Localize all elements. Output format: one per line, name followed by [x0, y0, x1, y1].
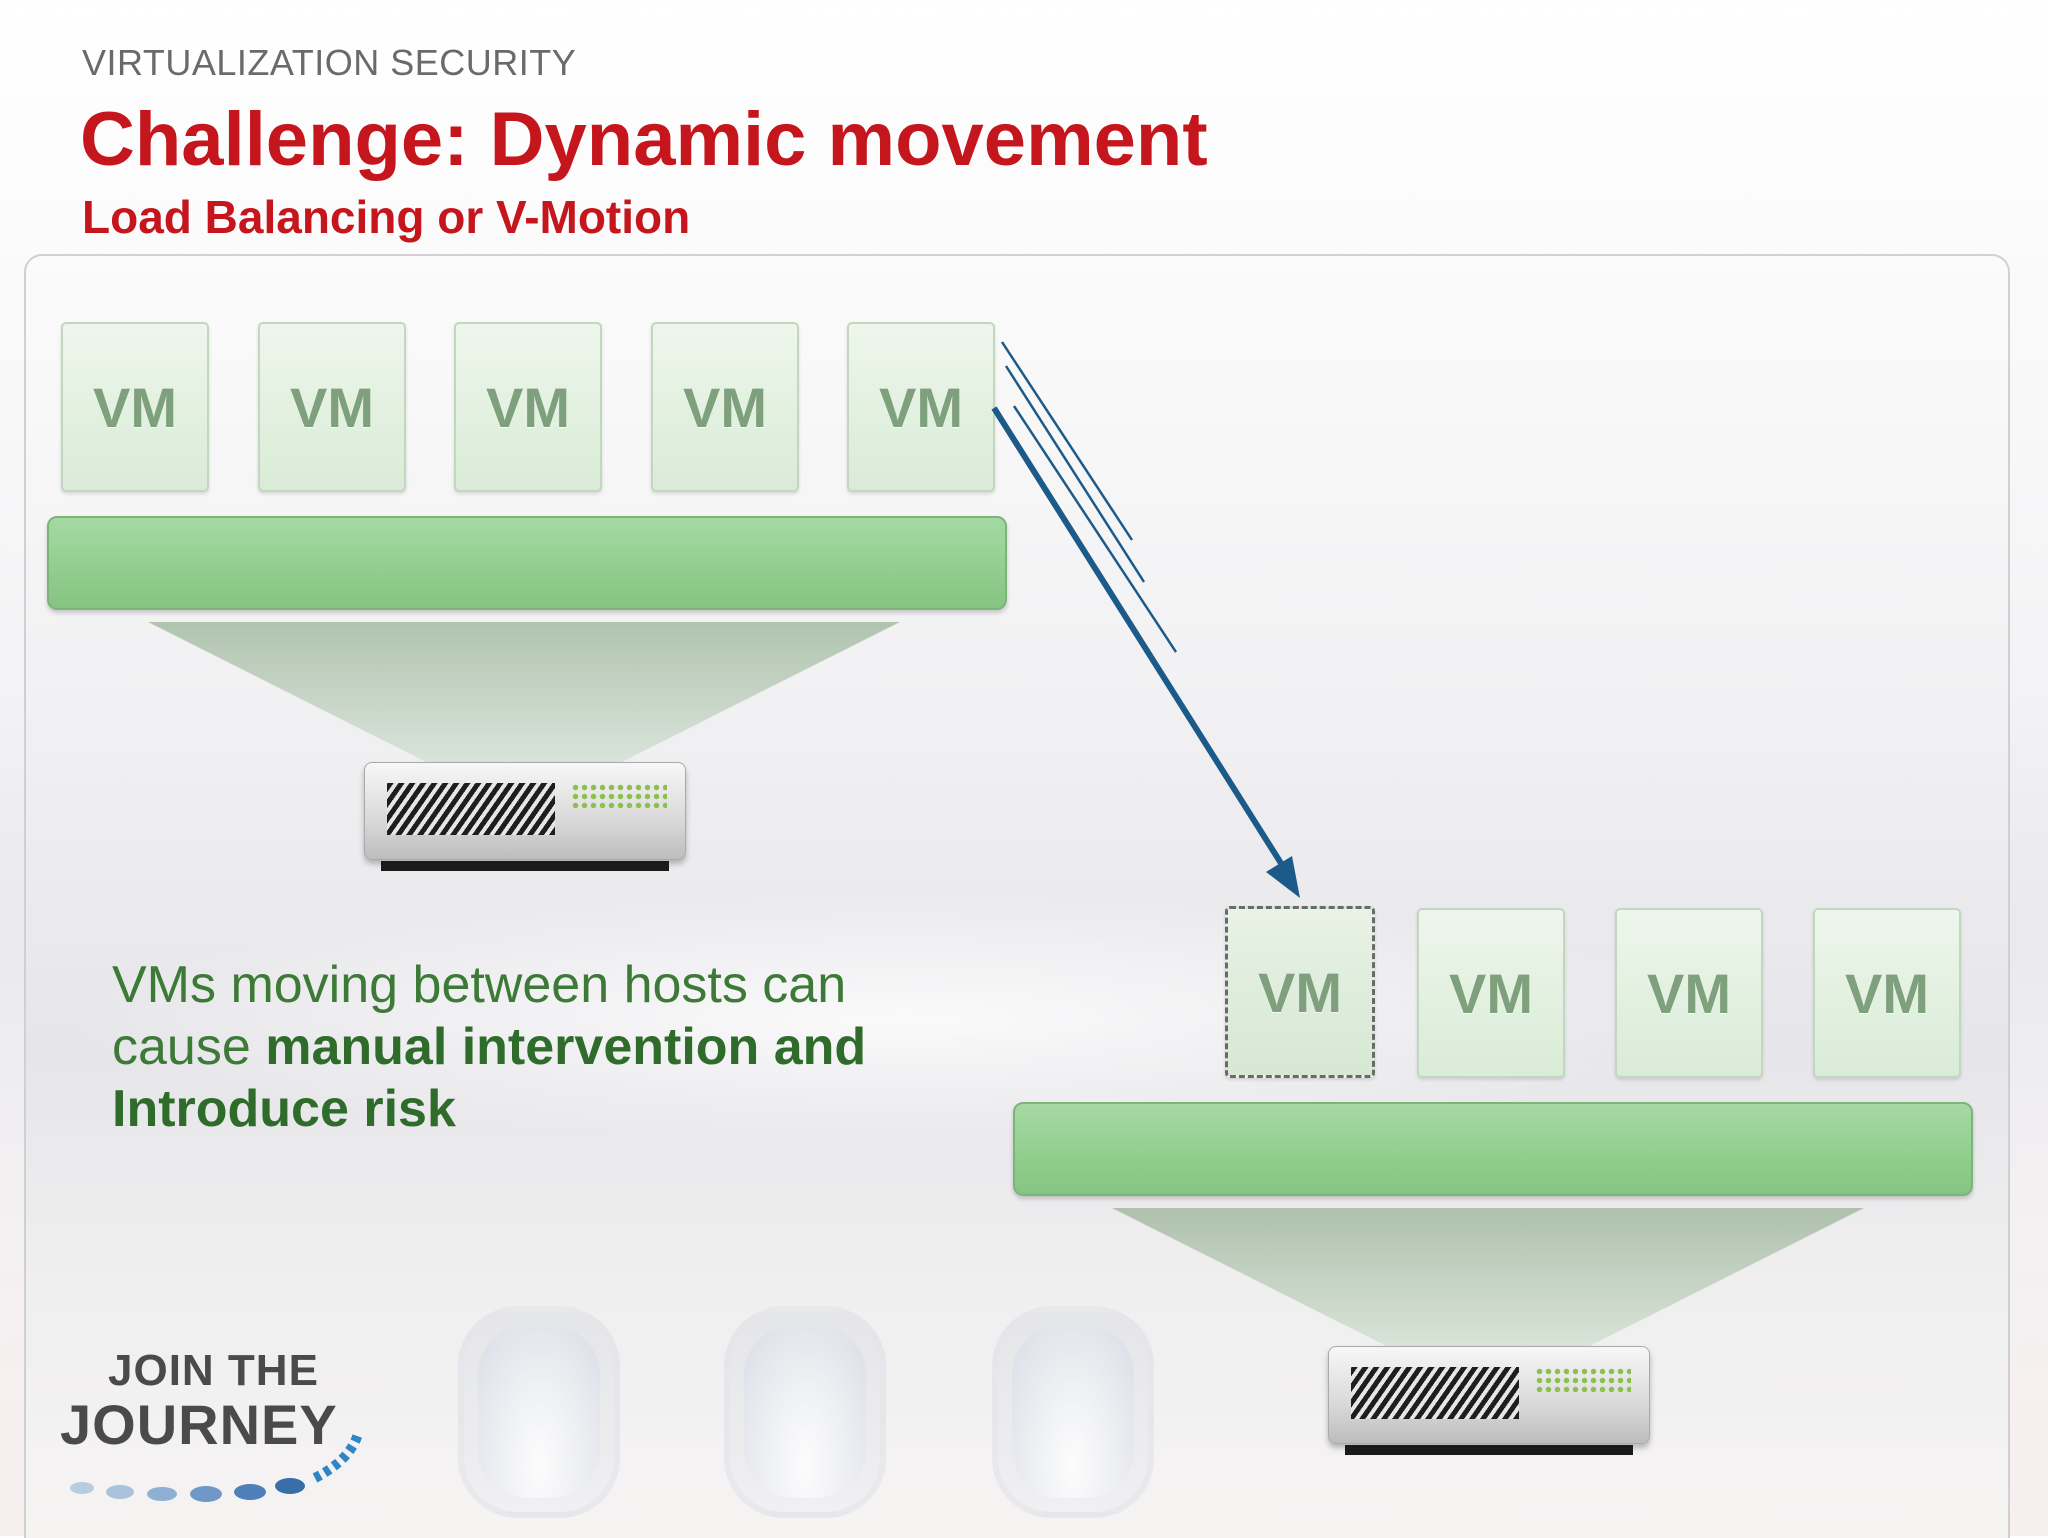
body-text-plain: VMs moving between hosts can cause — [112, 956, 847, 1076]
slide-eyebrow: VIRTUALIZATION SECURITY — [82, 42, 577, 83]
vm-label: VM — [1449, 961, 1533, 1025]
journey-logo: JOIN THE JOURNEY — [60, 1346, 420, 1516]
logo-swirl — [70, 1432, 363, 1502]
vm-label: VM — [1258, 960, 1342, 1024]
vm-box: VM — [651, 322, 799, 492]
vm-box: VM — [1417, 908, 1565, 1078]
vm-box: VM — [454, 322, 602, 492]
server-base — [381, 861, 669, 871]
vm-box: VM — [61, 322, 209, 492]
window-sky — [1012, 1326, 1134, 1498]
vm-label: VM — [1845, 961, 1929, 1025]
slide-subtitle: Load Balancing or V-Motion — [82, 191, 691, 243]
airplane-window — [458, 1306, 620, 1518]
server-leds — [1535, 1367, 1631, 1395]
server-leds — [571, 783, 667, 811]
slide-title: Challenge: Dynamic movement — [80, 97, 1208, 182]
server-vent — [1351, 1367, 1519, 1419]
hypervisor-bar — [47, 516, 1007, 610]
airplane-window — [724, 1306, 886, 1518]
server-icon — [1328, 1346, 1650, 1455]
window-sky — [744, 1326, 866, 1498]
logo-line1: JOIN THE — [108, 1346, 319, 1395]
vm-box: VM — [258, 322, 406, 492]
window-sky — [478, 1326, 600, 1498]
logo-line2: JOURNEY — [60, 1393, 338, 1456]
body-text: VMs moving between hosts can cause manua… — [112, 954, 972, 1140]
vm-label: VM — [879, 375, 963, 439]
arrow-shaft — [991, 406, 1287, 870]
vm-box: VM — [1813, 908, 1961, 1078]
vm-label: VM — [290, 375, 374, 439]
body-text-bold: manual intervention and Introduce risk — [112, 1018, 867, 1138]
server-base — [1345, 1445, 1633, 1455]
vm-box: VM — [1615, 908, 1763, 1078]
vm-label: VM — [93, 375, 177, 439]
airplane-window — [992, 1306, 1154, 1518]
arrow-head — [1266, 856, 1300, 898]
server-icon — [364, 762, 686, 871]
vm-box-migrating: VM — [847, 322, 995, 492]
motion-lines — [1000, 341, 1178, 653]
vm-label: VM — [1647, 961, 1731, 1025]
hypervisor-bar — [1013, 1102, 1973, 1196]
vm-label: VM — [683, 375, 767, 439]
server-vent — [387, 783, 555, 835]
vm-label: VM — [486, 375, 570, 439]
vm-box-migrated: VM — [1225, 906, 1375, 1078]
